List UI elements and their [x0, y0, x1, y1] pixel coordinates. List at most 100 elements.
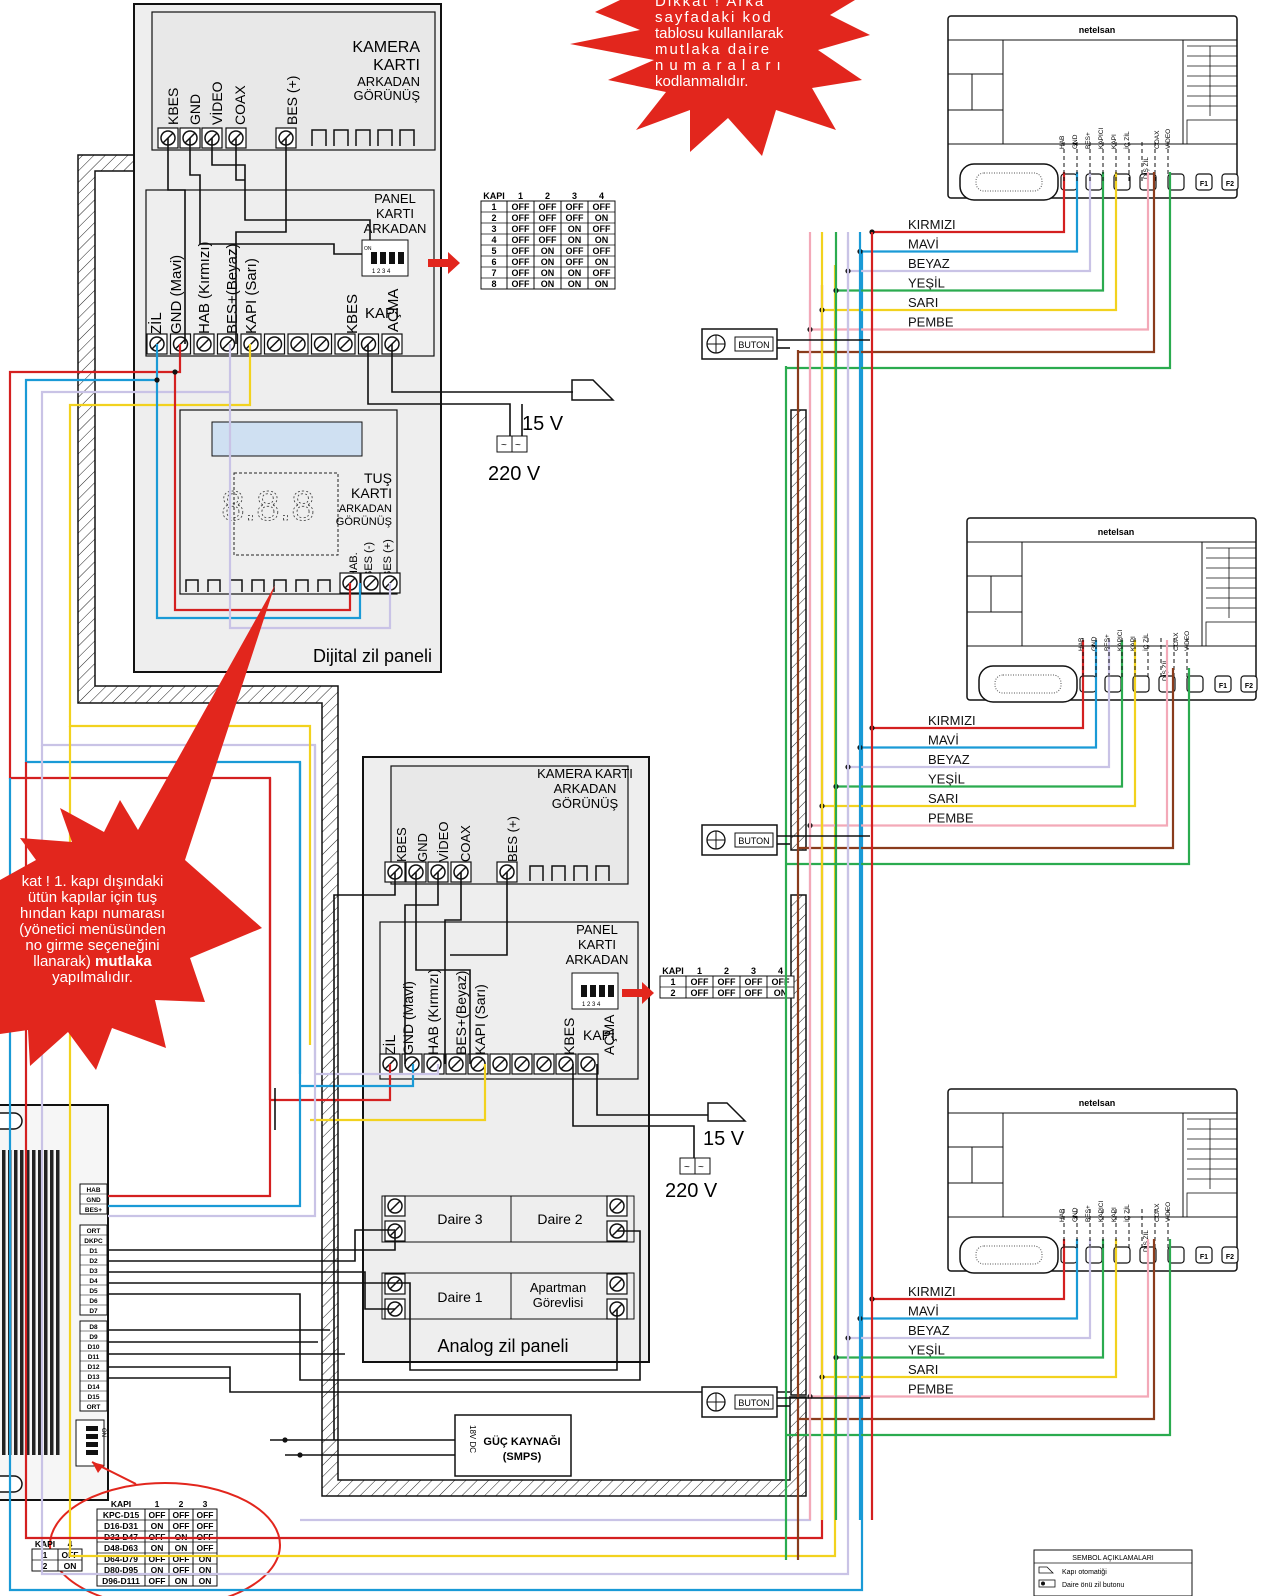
wire-label-mavi̇: MAVİ — [908, 237, 939, 252]
analog-term-video: VİDEO — [436, 822, 451, 862]
table-cell: OFF — [512, 235, 530, 245]
term-acma: AÇMA — [385, 289, 402, 332]
distributor-terminal-label: D13 — [88, 1374, 100, 1381]
analog-camera-title-2: ARKADAN — [554, 781, 617, 796]
wire-label-yeşi̇l: YEŞİL — [908, 1343, 945, 1358]
dip-switch-analog: 1 2 3 4 — [571, 972, 619, 1010]
monitor-terminal-label: COAX — [1154, 1203, 1161, 1222]
keypad-title-2: KARTI — [351, 485, 392, 501]
daire-1-label: Daire 1 — [437, 1289, 482, 1305]
table-cell: OFF — [173, 1510, 190, 1520]
term-gnd: GND — [187, 94, 203, 125]
svg-text:~: ~ — [684, 1162, 690, 1173]
distributor-terminal-label: HAB — [86, 1187, 100, 1194]
distributor-terminal-label: D11 — [88, 1354, 100, 1361]
table-cell: OFF — [745, 977, 763, 987]
distributor-terminal-label: D3 — [89, 1268, 98, 1275]
svg-text:3: 3 — [751, 966, 756, 976]
digital-panel-name: Dijital zil paneli — [313, 646, 432, 666]
wire-label-sari: SARI — [908, 1362, 938, 1377]
f2-button: F2 — [1226, 1254, 1234, 1261]
monitor-terminal-label: COAX — [1173, 632, 1180, 651]
table-cell: 1 — [670, 977, 675, 987]
f1-button: F1 — [1200, 181, 1208, 188]
table-cell: 7 — [491, 268, 496, 278]
buton-label: BUTON — [738, 836, 769, 846]
buton-label: BUTON — [738, 340, 769, 350]
analog-term-bes: BES (+) — [505, 816, 520, 862]
wire-label-sari: SARI — [928, 791, 958, 806]
table-cell: OFF — [691, 977, 709, 987]
monitor-terminal-label: HAB — [1059, 136, 1066, 149]
wire-label-beyaz: BEYAZ — [928, 752, 970, 767]
svg-text:2: 2 — [545, 191, 550, 201]
smps-label-1: GÜÇ KAYNAĞI — [483, 1435, 560, 1448]
warning-top-text: Dikkat ! Arka sayfadaki kod tablosu kull… — [655, 0, 787, 90]
table-cell: ON — [595, 213, 609, 223]
svg-text:1: 1 — [518, 191, 523, 201]
table-cell: ON — [568, 279, 582, 289]
table-cell: OFF — [512, 224, 530, 234]
table-cell: ON — [568, 224, 582, 234]
monitor-terminal-label: KAPI — [1111, 134, 1118, 149]
table-cell: 2 — [491, 213, 496, 223]
analog-term-kapi: KAPI — [583, 1027, 615, 1043]
table-cell: OFF — [718, 988, 736, 998]
table-cell: 4 — [491, 235, 496, 245]
svg-text:8.8.8: 8.8.8 — [221, 482, 314, 529]
term-kapi-sari: KAPI (Sarı) — [243, 258, 260, 334]
table-cell: 2 — [43, 1561, 48, 1571]
analog-term-gnd-mavi: GND (Mavi) — [400, 981, 416, 1055]
svg-text:~: ~ — [698, 1162, 704, 1173]
panel-card-title-2: KARTI — [376, 206, 414, 221]
monitor-terminal-label: KAPICI — [1117, 629, 1124, 651]
warning-burst-top — [570, 0, 870, 156]
table-cell: OFF — [149, 1554, 166, 1564]
analog-panel: KAMERA KARTI ARKADAN GÖRÜNÜŞ KBES GND Vİ… — [362, 756, 650, 1363]
table-cell: ON — [595, 235, 609, 245]
distributor-terminal-label: D5 — [89, 1288, 98, 1295]
smps: GÜÇ KAYNAĞI (SMPS) 18V DC — [454, 1414, 572, 1477]
keypad-title-4: GÖRÜNÜŞ — [336, 516, 392, 528]
table-cell: ON — [541, 246, 555, 256]
distributor-terminal-label: D14 — [88, 1384, 100, 1391]
term-hab: HAB (Kırmızı) — [196, 241, 213, 334]
monitor-terminal-label: DIŞ ZİL — [1141, 157, 1150, 179]
table-cell: ON — [199, 1554, 212, 1564]
distributor-terminal-label: D7 — [89, 1308, 98, 1315]
wire-label-pembe: PEMBE — [908, 315, 954, 330]
table-cell: 6 — [491, 257, 496, 267]
svg-text:1: 1 — [155, 1499, 160, 1509]
analog-term-bes-beyaz: BES+(Beyaz) — [453, 971, 469, 1055]
red-arrows — [428, 252, 654, 1004]
svg-text:4: 4 — [778, 966, 783, 976]
digital-power: ~~ 15 V 220 V — [488, 379, 615, 485]
table-cell: OFF — [772, 977, 790, 987]
wire-label-yeşi̇l: YEŞİL — [928, 772, 965, 787]
analog-term-zil: ZİL — [381, 1035, 398, 1055]
smps-label-2: (SMPS) — [503, 1451, 542, 1463]
daire-onu-buton: BUTON — [701, 1386, 778, 1418]
table-cell: OFF — [197, 1543, 214, 1553]
table-cell: ON — [595, 279, 609, 289]
digital-15v: 15 V — [522, 413, 564, 435]
table-cell: D80-D95 — [104, 1565, 138, 1575]
table-cell: OFF — [539, 213, 557, 223]
table-cell: OFF — [512, 246, 530, 256]
table-cell: OFF — [566, 202, 584, 212]
table-cell: OFF — [173, 1565, 190, 1575]
term-video: VİDEO — [208, 81, 225, 125]
table-cell: 1 — [491, 202, 496, 212]
monitor-terminal-label: KAPICI — [1098, 1200, 1105, 1222]
table-cell: ON — [541, 268, 555, 278]
daire-onu-buton: BUTON — [701, 824, 778, 856]
monitor-terminal-label: KAPICI — [1098, 127, 1105, 149]
analog-term-kbes-2: KBES — [561, 1018, 577, 1055]
svg-text:KAPI: KAPI — [111, 1499, 131, 1509]
distributor-terminal-label: D9 — [89, 1334, 98, 1341]
camera-title-1: KAMERA — [352, 39, 420, 56]
analog-term-hab: HAB (Kırmızı) — [425, 969, 441, 1055]
legend-item-1: Kapı otomatiği — [1062, 1569, 1107, 1576]
